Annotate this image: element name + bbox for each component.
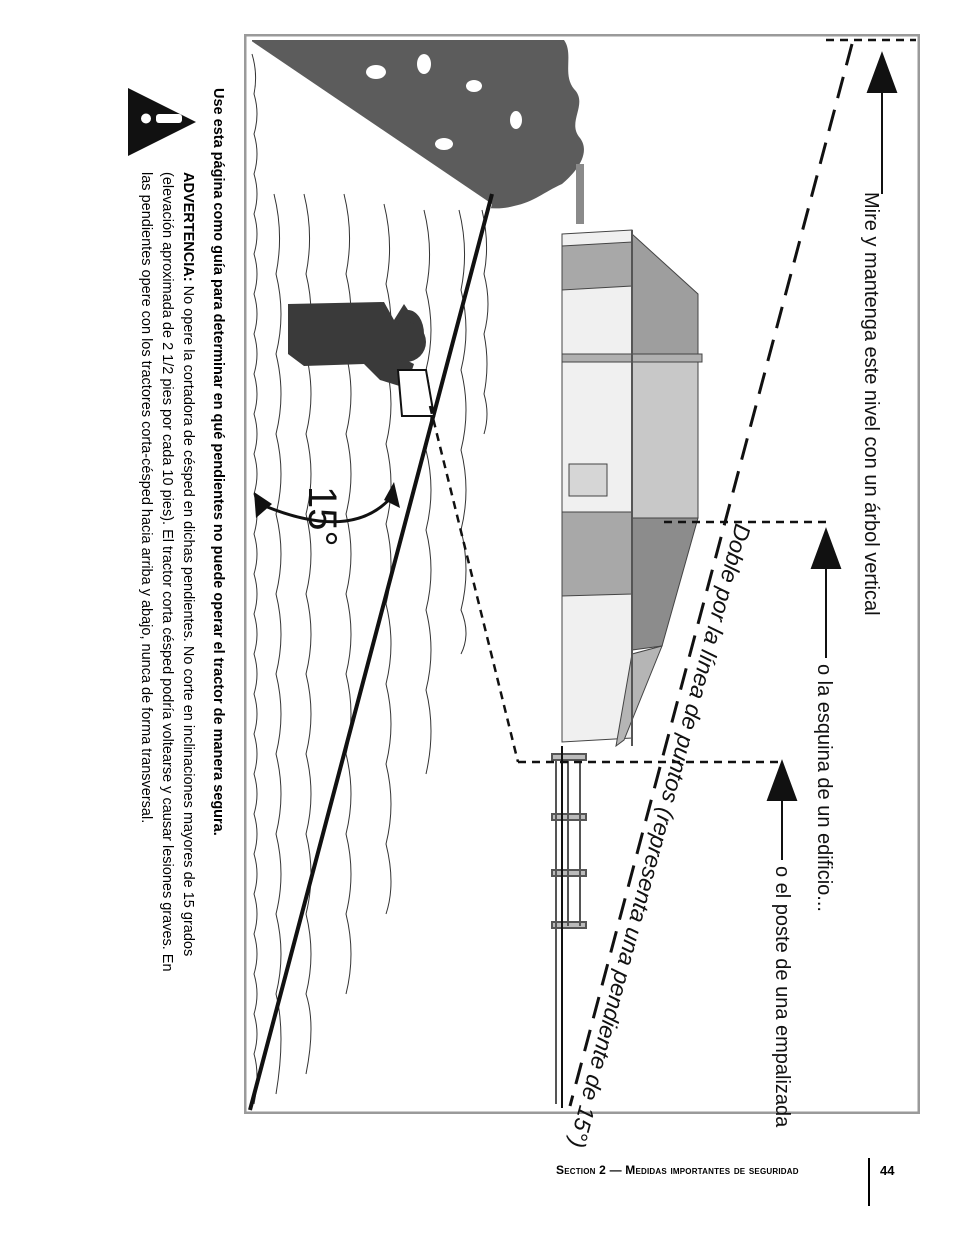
warning-line-1: ADVERTENCIA: No opere la cortadora de cé… [180, 172, 196, 956]
building [561, 229, 703, 748]
label-tree: Mire y mantenga este nivel con un árbol … [860, 192, 882, 616]
slope-line [248, 193, 494, 1111]
footer-section-title: Section 2 — Medidas importantes de segur… [556, 1163, 799, 1177]
warning-lead: ADVERTENCIA: [180, 172, 196, 282]
warning-line-3: las pendientes opere con los tractores c… [138, 172, 154, 824]
grass-texture [251, 53, 489, 1105]
angle-arc [259, 493, 396, 524]
fifteen-degree-dash-line [568, 43, 854, 1107]
warning-icon [128, 88, 196, 156]
label-building: o la esquina de un edificio... [813, 664, 835, 912]
guide-heading: Use esta página como guía para determina… [210, 88, 226, 836]
fence [551, 753, 587, 1104]
label-fence: o el poste de una empalizada [771, 866, 793, 1128]
arrow-fence [766, 759, 798, 860]
angle-arrowhead-bottom [254, 492, 272, 518]
angle-label: 15° [300, 486, 344, 547]
arrow-tree [866, 51, 898, 194]
person-silhouette [288, 302, 426, 388]
slope-gauge-illustration [243, 33, 921, 1115]
slope-gauge-figure: Mire y mantenga este nivel con un árbol … [243, 33, 921, 1151]
footer-divider [868, 1158, 870, 1206]
warning-line-1-text: No opere la cortadora de césped en dicha… [180, 281, 196, 957]
gauge-card [396, 369, 436, 417]
page-number: 44 [880, 1163, 895, 1178]
arrow-building [810, 527, 842, 658]
angle-arrowhead-top [384, 482, 400, 508]
warning-line-2: (elevación aproximada de 2 1/2 pies por … [159, 172, 175, 972]
tree-trunk [576, 164, 584, 224]
